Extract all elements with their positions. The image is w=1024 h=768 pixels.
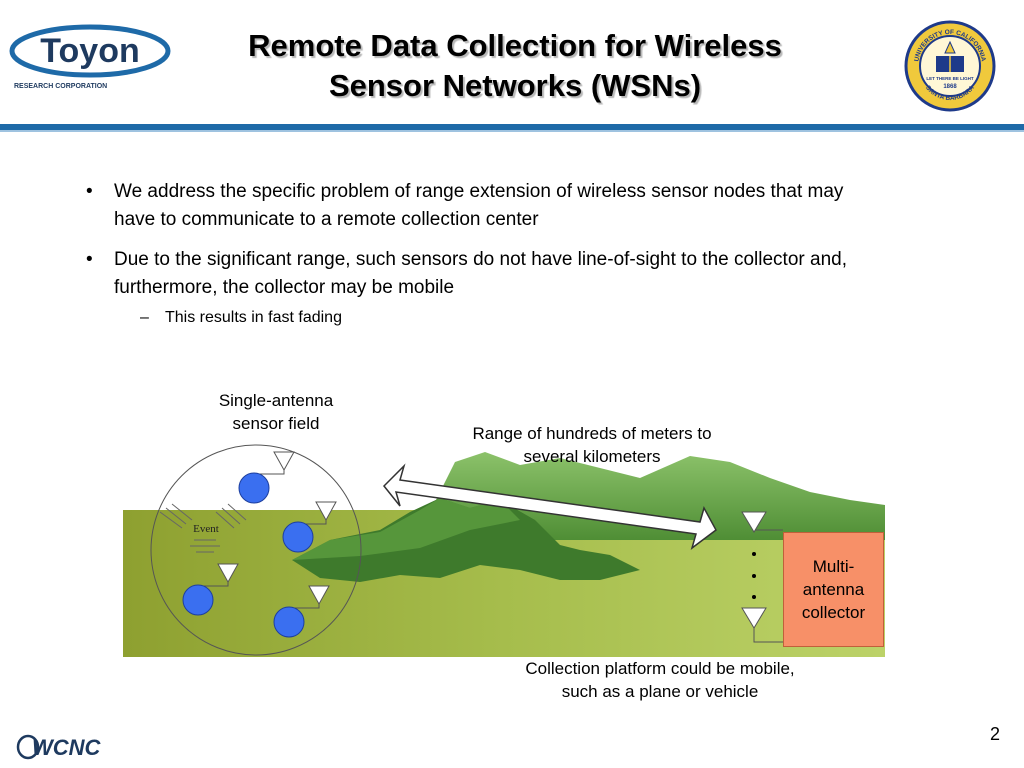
antenna-icon: [741, 511, 767, 533]
sensor-node-circle: [182, 584, 214, 616]
sensor-field-label-line-2: sensor field: [232, 414, 320, 433]
collector-label-line-3: collector: [801, 603, 866, 622]
page-number: 2: [990, 724, 1001, 744]
sub-bullet-text: This results in fast fading: [165, 309, 342, 326]
ucsb-seal: UNIVERSITY OF CALIFORNIA SANTA BARBARA L…: [904, 20, 996, 112]
antenna-icon: [308, 585, 330, 606]
seal-year: 1868: [943, 84, 957, 90]
toyon-logo-subtitle: RESEARCH CORPORATION: [14, 83, 107, 90]
collector-label-line-1: Multi-: [812, 557, 855, 576]
bullet-2: • Due to the significant range, such sen…: [86, 246, 876, 302]
bullet-2-marker: •: [86, 249, 93, 270]
sensor-node-3: [182, 563, 239, 616]
mountain-shadow: [292, 498, 640, 582]
range-label-line-1: Range of hundreds of meters to: [472, 424, 712, 443]
sensor-node-1: [238, 451, 295, 504]
bullet-1-text: We address the specific problem of range…: [114, 181, 844, 230]
antenna-icon: [217, 563, 239, 584]
platform-label: Collection platform could be mobile, suc…: [480, 657, 840, 703]
sensor-node-circle: [238, 472, 270, 504]
sub-bullet: – This results in fast fading: [140, 308, 342, 328]
collector-label-line-2: antenna: [802, 580, 865, 599]
range-double-arrow: [382, 463, 717, 550]
background-hills: [430, 452, 885, 540]
antenna-icon: [741, 607, 767, 629]
platform-label-line-2: such as a plane or vehicle: [561, 682, 759, 701]
sensor-node-4: [273, 585, 330, 638]
range-label-line-2: several kilometers: [523, 447, 661, 466]
page-title: Remote Data Collection for Wireless Sens…: [200, 26, 830, 106]
toyon-logo-name: Toyon: [40, 32, 139, 70]
bullet-1-marker: •: [86, 181, 93, 202]
sensor-field-label-line-1: Single-antenna: [218, 391, 334, 410]
range-label: Range of hundreds of meters to several k…: [432, 422, 752, 468]
antenna-icon: [315, 501, 337, 522]
antenna-icon: [273, 451, 295, 472]
wcnc-logo-text: WCNC: [32, 735, 102, 760]
wcnc-logo: WCNC: [14, 732, 134, 762]
title-line-1: Remote Data Collection for Wireless: [248, 28, 782, 63]
bullet-2-text: Due to the significant range, such senso…: [114, 249, 847, 298]
sensor-node-circle: [282, 521, 314, 553]
event-waves: [159, 503, 247, 553]
sensor-node-2: [282, 501, 337, 553]
platform-label-line-1: Collection platform could be mobile,: [525, 659, 795, 678]
header-divider-light: [0, 130, 1024, 132]
event-label: Event: [193, 523, 219, 535]
sensor-field-label: Single-antenna sensor field: [186, 389, 366, 435]
multi-antenna-collector: Multi- antenna collector: [783, 532, 884, 647]
sensor-node-circle: [273, 606, 305, 638]
toyon-logo: Toyon RESEARCH CORPORATION: [8, 22, 178, 92]
collector-antennas: [741, 511, 783, 643]
header-divider: [0, 124, 1024, 130]
bullet-1: • We address the specific problem of ran…: [86, 178, 876, 234]
sensor-field-circle: [150, 444, 362, 656]
title-line-2: Sensor Networks (WSNs): [328, 68, 702, 103]
seal-motto: LET THERE BE LIGHT: [926, 76, 974, 81]
mountain-highlight: [292, 498, 520, 560]
sub-bullet-marker: –: [140, 309, 149, 326]
